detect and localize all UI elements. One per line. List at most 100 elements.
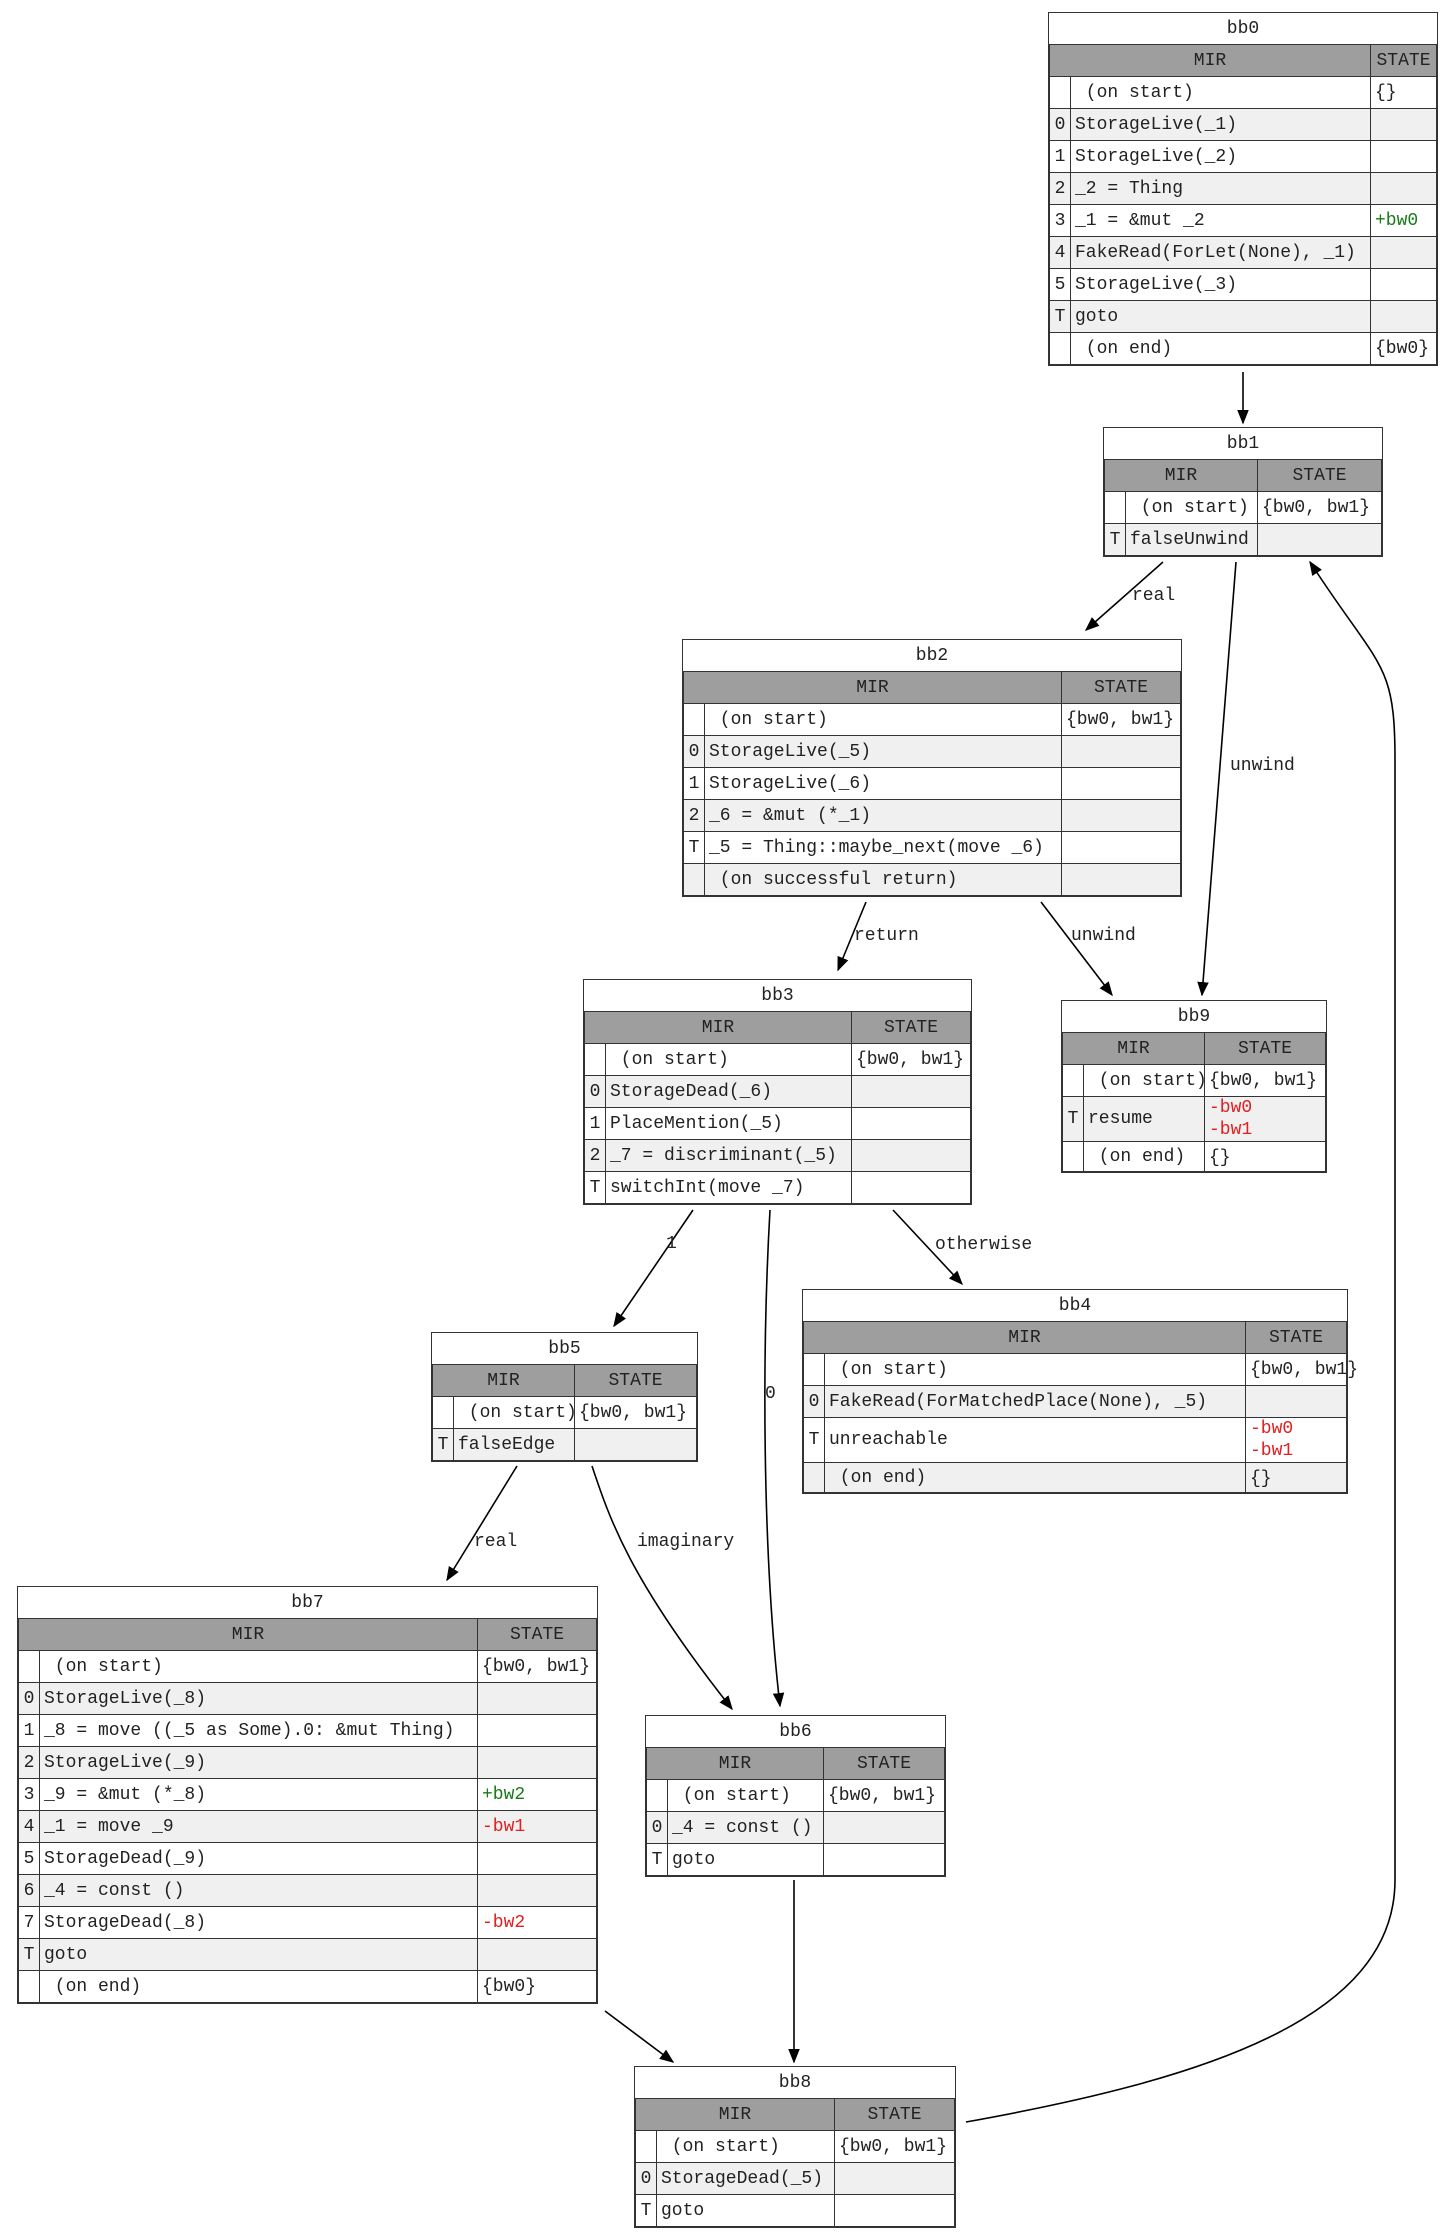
mir-statement: (on start) (704, 703, 1062, 736)
edge-bb8-bb1 (965, 560, 1396, 2123)
state-cell (477, 1682, 597, 1715)
state-cell: {bw0} (477, 1970, 597, 2003)
row-index: 0 (803, 1385, 825, 1418)
mir-statement: FakeRead(ForMatchedPlace(None), _5) (824, 1385, 1246, 1418)
row-index: T (635, 2194, 657, 2227)
state-value: {bw0, bw1} (1250, 1359, 1359, 1380)
state-cell: {bw0, bw1} (823, 1779, 945, 1812)
state-cell (574, 1428, 697, 1461)
node-title: bb1 (1104, 428, 1382, 460)
mir-row: (on start){bw0, bw1} (803, 1353, 1359, 1386)
state-cell (1061, 831, 1181, 864)
mir-row: T_5 = Thing::maybe_next(move _6) (683, 831, 1181, 864)
edge-bb3-bb5 (613, 1209, 694, 1328)
row-index: 0 (646, 1811, 668, 1844)
row-index: 5 (18, 1842, 40, 1875)
row-index (18, 1650, 40, 1683)
row-index (635, 2130, 657, 2163)
mir-row: (on start){bw0, bw1} (1062, 1064, 1326, 1097)
state-value: -bw0 (1209, 1098, 1253, 1118)
state-cell: +bw2 (477, 1778, 597, 1811)
node-title: bb2 (683, 640, 1181, 672)
row-index: 3 (18, 1778, 40, 1811)
row-index (803, 1353, 825, 1386)
state-value: -bw0 (1250, 1419, 1294, 1439)
state-cell: {bw0, bw1} (851, 1043, 971, 1076)
state-value: -bw1 (1209, 1120, 1253, 1140)
row-index: T (1104, 523, 1126, 556)
state-cell (1245, 1385, 1347, 1418)
state-header: STATE (1245, 1321, 1347, 1354)
edge-label: real (474, 1532, 518, 1552)
row-index (683, 863, 705, 896)
state-value: {bw0, bw1} (856, 1049, 965, 1070)
mir-statement: goto (667, 1843, 824, 1876)
row-index: T (803, 1417, 825, 1463)
state-cell: {bw0, bw1} (1204, 1064, 1326, 1097)
node-title: bb0 (1049, 13, 1437, 45)
row-index (1049, 332, 1071, 365)
node-title: bb6 (646, 1716, 945, 1748)
row-index: 7 (18, 1906, 40, 1939)
edge-bb7-bb8 (604, 2010, 675, 2063)
mir-statement: unreachable (824, 1417, 1246, 1463)
edge-bb1-bb9 (1197, 561, 1237, 997)
state-cell (1370, 268, 1437, 301)
mir-row: 4_1 = move _9-bw1 (18, 1810, 597, 1843)
mir-statement: (on start) (605, 1043, 852, 1076)
node-title: bb4 (803, 1290, 1347, 1322)
state-cell: {bw0, bw1} (477, 1650, 597, 1683)
mir-statement: _6 = &mut (*_1) (704, 799, 1062, 832)
mir-statement: (on start) (1070, 76, 1371, 109)
state-cell (1370, 300, 1437, 333)
mir-statement: _8 = move ((_5 as Some).0: &mut Thing) (39, 1714, 478, 1747)
state-cell (1257, 523, 1382, 556)
row-index: 0 (584, 1075, 606, 1108)
mir-statement: (on start) (1083, 1064, 1207, 1097)
state-cell (851, 1171, 971, 1204)
mir-row: (on end){} (803, 1462, 1347, 1493)
mir-statement: (on start) (656, 2130, 835, 2163)
edge-label: unwind (1230, 756, 1295, 776)
mir-statement: (on start) (667, 1779, 824, 1812)
mir-row: (on start){bw0, bw1} (635, 2130, 955, 2163)
edge-label: real (1132, 586, 1176, 606)
row-index: 1 (1049, 140, 1071, 173)
row-index: T (1049, 300, 1071, 333)
state-value: {bw0, bw1} (482, 1656, 591, 1677)
row-index (432, 1396, 454, 1429)
mir-header: MIR (683, 671, 1062, 704)
state-value: {} (1209, 1148, 1231, 1168)
row-index: 6 (18, 1874, 40, 1907)
row-index: T (683, 831, 705, 864)
state-header: STATE (834, 2098, 955, 2131)
row-index: 2 (584, 1139, 606, 1172)
mir-header: MIR (1062, 1032, 1205, 1065)
row-index: T (646, 1843, 668, 1876)
mir-statement: (on start) (1125, 491, 1258, 524)
state-cell: {bw0, bw1} (1061, 703, 1181, 736)
mir-statement: (on successful return) (704, 863, 1062, 896)
state-cell (851, 1075, 971, 1108)
mir-statement: (on end) (1083, 1141, 1205, 1172)
row-index (1104, 491, 1126, 524)
mir-statement: StorageLive(_5) (704, 735, 1062, 768)
